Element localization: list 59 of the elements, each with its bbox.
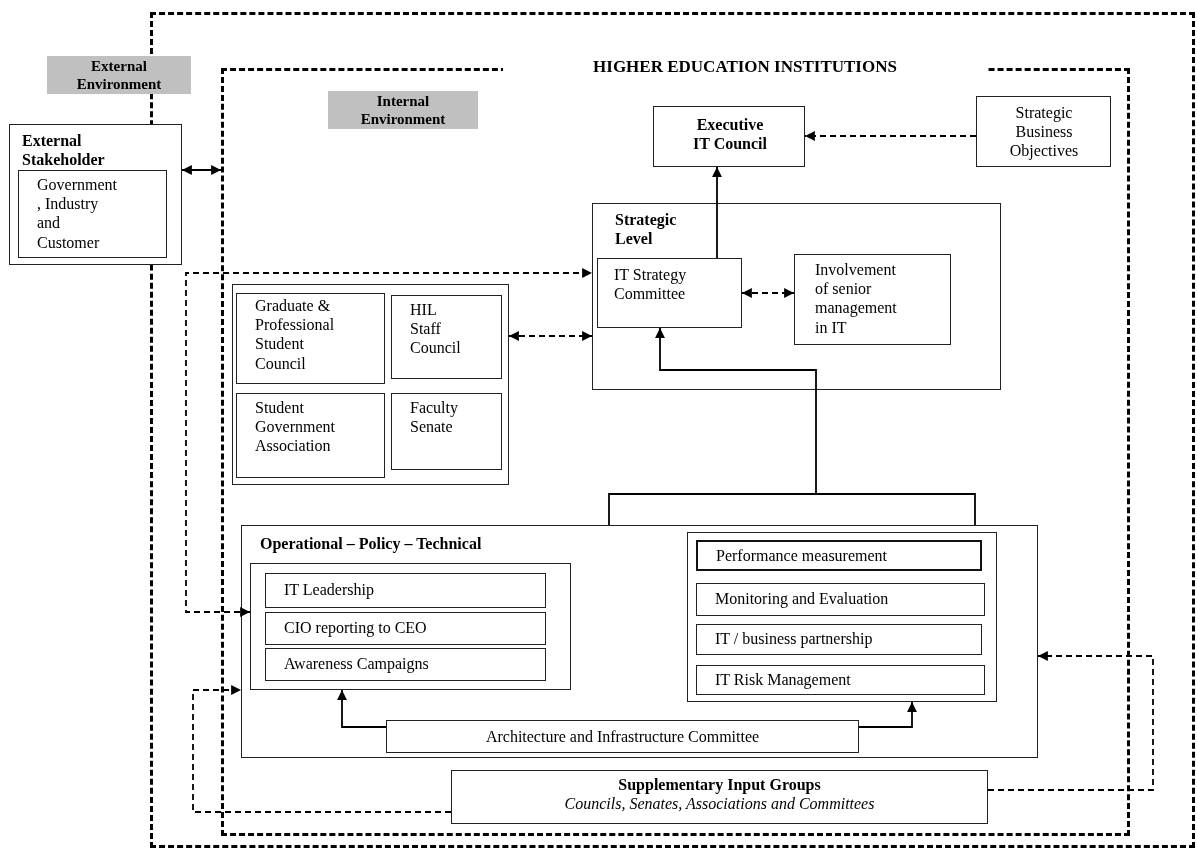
group-box <box>232 284 509 485</box>
box-label: HIL Staff Council <box>410 300 462 358</box>
process-box <box>386 720 859 753</box>
process-box <box>696 583 985 616</box>
box-label: CIO reporting to CEO <box>284 618 428 638</box>
arrow <box>712 166 722 259</box>
process-box <box>265 573 546 608</box>
box-label: Executive IT Council <box>692 115 768 154</box>
arrow <box>608 327 976 526</box>
process-box <box>794 254 951 345</box>
arrow <box>741 288 795 298</box>
process-box <box>265 612 546 645</box>
group-box <box>241 525 1038 758</box>
box-label: Awareness Campaigns <box>284 654 430 674</box>
box-label: Architecture and Infrastructure Committee <box>484 727 761 747</box>
process-box <box>236 293 385 384</box>
environment-tag: Internal Environment <box>328 91 478 129</box>
process-box <box>391 295 502 379</box>
box-label: IT Risk Management <box>715 670 852 690</box>
group-box <box>687 532 997 702</box>
box-label: Strategic Business Objectives <box>1008 103 1080 161</box>
group-box <box>9 124 182 265</box>
box-label: IT Leadership <box>284 580 375 600</box>
arrow <box>192 685 452 813</box>
process-box <box>18 170 167 258</box>
process-box <box>597 258 742 328</box>
environment-tag: External Environment <box>47 56 191 94</box>
arrow <box>337 689 387 728</box>
arrow <box>185 268 593 617</box>
box-label: IT Strategy Committee <box>614 265 688 304</box>
group-heading: Strategic Level <box>615 210 678 249</box>
process-box <box>391 393 502 470</box>
process-box <box>976 96 1111 167</box>
box-label: Student Government Association <box>255 398 336 456</box>
box-label: Supplementary Input Groups <box>617 775 822 795</box>
box-label: IT / business partnership <box>715 629 874 649</box>
process-box <box>451 770 988 824</box>
process-box <box>265 648 546 681</box>
arrow <box>181 165 222 175</box>
arrow <box>508 331 593 341</box>
box-label: Performance measurement <box>716 546 889 566</box>
box-label: Faculty Senate <box>410 398 459 437</box>
process-box <box>696 665 985 695</box>
box-label: Involvement of senior management in IT <box>815 260 898 337</box>
box-label: Monitoring and Evaluation <box>715 589 890 609</box>
group-box <box>250 563 571 690</box>
process-box <box>696 540 982 571</box>
arrow <box>804 131 977 141</box>
process-box <box>653 106 805 167</box>
process-box <box>236 393 385 478</box>
box-label: Government , Industry and Customer <box>37 175 118 252</box>
group-heading: Operational – Policy – Technical <box>260 534 483 554</box>
arrow <box>987 651 1154 791</box>
box-label: Graduate & Professional Student Council <box>255 296 336 373</box>
group-heading: External Stakeholder <box>22 131 106 170</box>
group-box <box>592 203 1001 390</box>
arrow <box>858 701 917 728</box>
process-box <box>696 624 982 655</box>
box-subtitle: Councils, Senates, Associations and Committees <box>563 794 876 814</box>
